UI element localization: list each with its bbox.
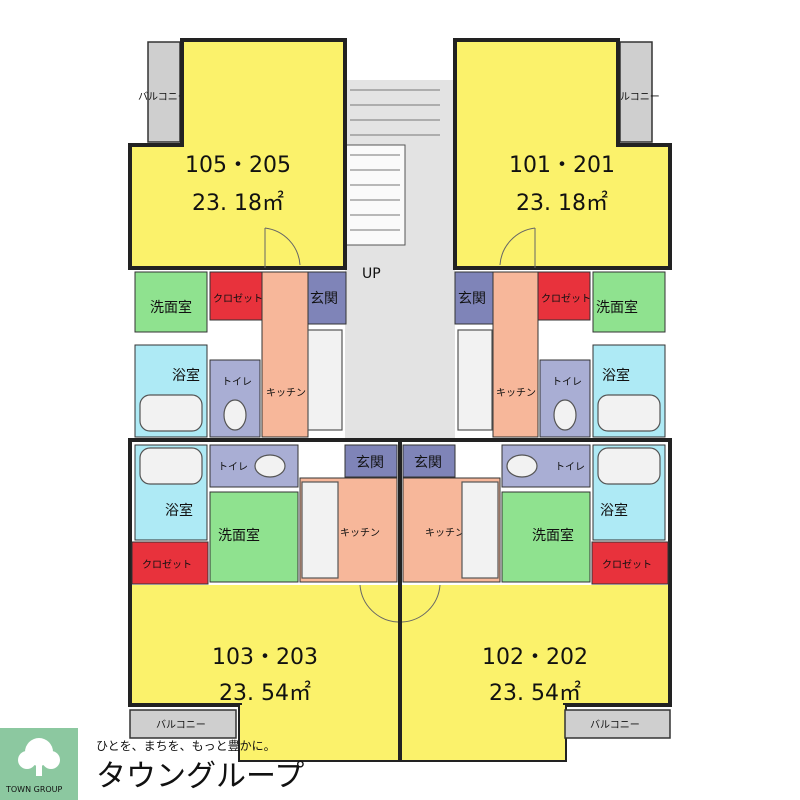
- toilet-fixture-102: [506, 454, 538, 478]
- bath-label-103: 浴室: [165, 502, 193, 519]
- closet-101: [537, 271, 591, 321]
- washroom-label-105: 洗面室: [150, 299, 192, 316]
- unit-area-102: 23. 54㎡: [489, 680, 581, 706]
- genkan-101: [454, 271, 494, 325]
- logo-name-en: TOWN GROUP: [5, 785, 63, 794]
- toilet-fixture-103: [254, 454, 286, 478]
- balcony-101: [619, 41, 653, 143]
- closet-105: [209, 271, 263, 321]
- toilet-label-102: トイレ: [555, 462, 585, 473]
- stairwell: [344, 144, 406, 246]
- closet-label-105: クロゼット: [213, 293, 263, 305]
- washroom-102: [501, 491, 591, 583]
- sink-101: [457, 329, 493, 431]
- washroom-105: [134, 271, 208, 333]
- closet-103: [131, 541, 209, 585]
- unit-area-103: 23. 54㎡: [219, 680, 311, 706]
- washroom-103: [209, 491, 299, 583]
- tree-icon: [18, 738, 60, 776]
- closet-102: [591, 541, 669, 585]
- unit-rooms-101: 101・201: [509, 153, 615, 178]
- sink-103: [301, 481, 339, 579]
- balcony-label-101: バルコニー: [610, 91, 660, 103]
- unit-rooms-102: 102・202: [482, 645, 588, 670]
- closet-label-102: クロゼット: [602, 559, 652, 571]
- kitchen-label-101: キッチン: [496, 387, 536, 399]
- closet-label-103: クロゼット: [142, 559, 192, 571]
- room-102-lower: [400, 705, 565, 760]
- washroom-label-103: 洗面室: [218, 527, 260, 544]
- genkan-label-101: 玄関: [458, 290, 486, 307]
- washroom-label-101: 洗面室: [596, 299, 638, 316]
- toilet-label-105: トイレ: [222, 377, 252, 388]
- bathtub-101: [597, 394, 661, 432]
- balcony-102: [564, 709, 671, 739]
- balcony-label-103: バルコニー: [156, 719, 206, 731]
- logo-name-jp: タウングループ: [96, 759, 304, 794]
- kitchen-label-102: キッチン: [425, 527, 465, 539]
- bath-label-101: 浴室: [602, 367, 630, 384]
- washroom-label-102: 洗面室: [532, 527, 574, 544]
- bathtub-105: [139, 394, 203, 432]
- genkan-label-103: 玄関: [356, 454, 384, 471]
- washroom-101: [592, 271, 666, 333]
- unit-area-105: 23. 18㎡: [192, 190, 284, 216]
- stairs-up-label: UP: [362, 266, 381, 282]
- genkan-label-102: 玄関: [414, 454, 442, 471]
- bathtub-102: [597, 447, 661, 485]
- genkan-103: [344, 444, 398, 478]
- toilet-label-101: トイレ: [552, 377, 582, 388]
- bathtub-103: [139, 447, 203, 485]
- room-103: [130, 585, 400, 705]
- kitchen-label-103: キッチン: [340, 527, 380, 539]
- kitchen-label-105: キッチン: [266, 387, 306, 399]
- unit-rooms-105: 105・205: [185, 153, 291, 178]
- toilet-fixture-101: [553, 399, 577, 431]
- genkan-102: [402, 444, 456, 478]
- balcony-103: [129, 709, 237, 739]
- corridor: [345, 80, 455, 440]
- sink-102: [461, 481, 499, 579]
- balcony-label-105: バルコニー: [138, 91, 188, 103]
- kitchen-101: [492, 271, 539, 438]
- toilet-fixture-105: [223, 399, 247, 431]
- kitchen-105: [261, 271, 309, 438]
- bath-label-102: 浴室: [600, 502, 628, 519]
- closet-label-101: クロゼット: [541, 293, 591, 305]
- genkan-label-105: 玄関: [310, 290, 338, 307]
- toilet-label-103: トイレ: [218, 462, 248, 473]
- unit-rooms-103: 103・203: [212, 645, 318, 670]
- logo-tagline: ひとを、まちを、もっと豊かに。: [96, 739, 276, 753]
- balcony-105: [147, 41, 181, 143]
- sink-105: [307, 329, 343, 431]
- stair-steps: [350, 89, 440, 231]
- balcony-label-102: バルコニー: [590, 719, 640, 731]
- room-103-lower: [240, 705, 400, 760]
- bath-label-105: 浴室: [172, 367, 200, 384]
- room-102: [400, 585, 670, 705]
- unit-area-101: 23. 18㎡: [516, 190, 608, 216]
